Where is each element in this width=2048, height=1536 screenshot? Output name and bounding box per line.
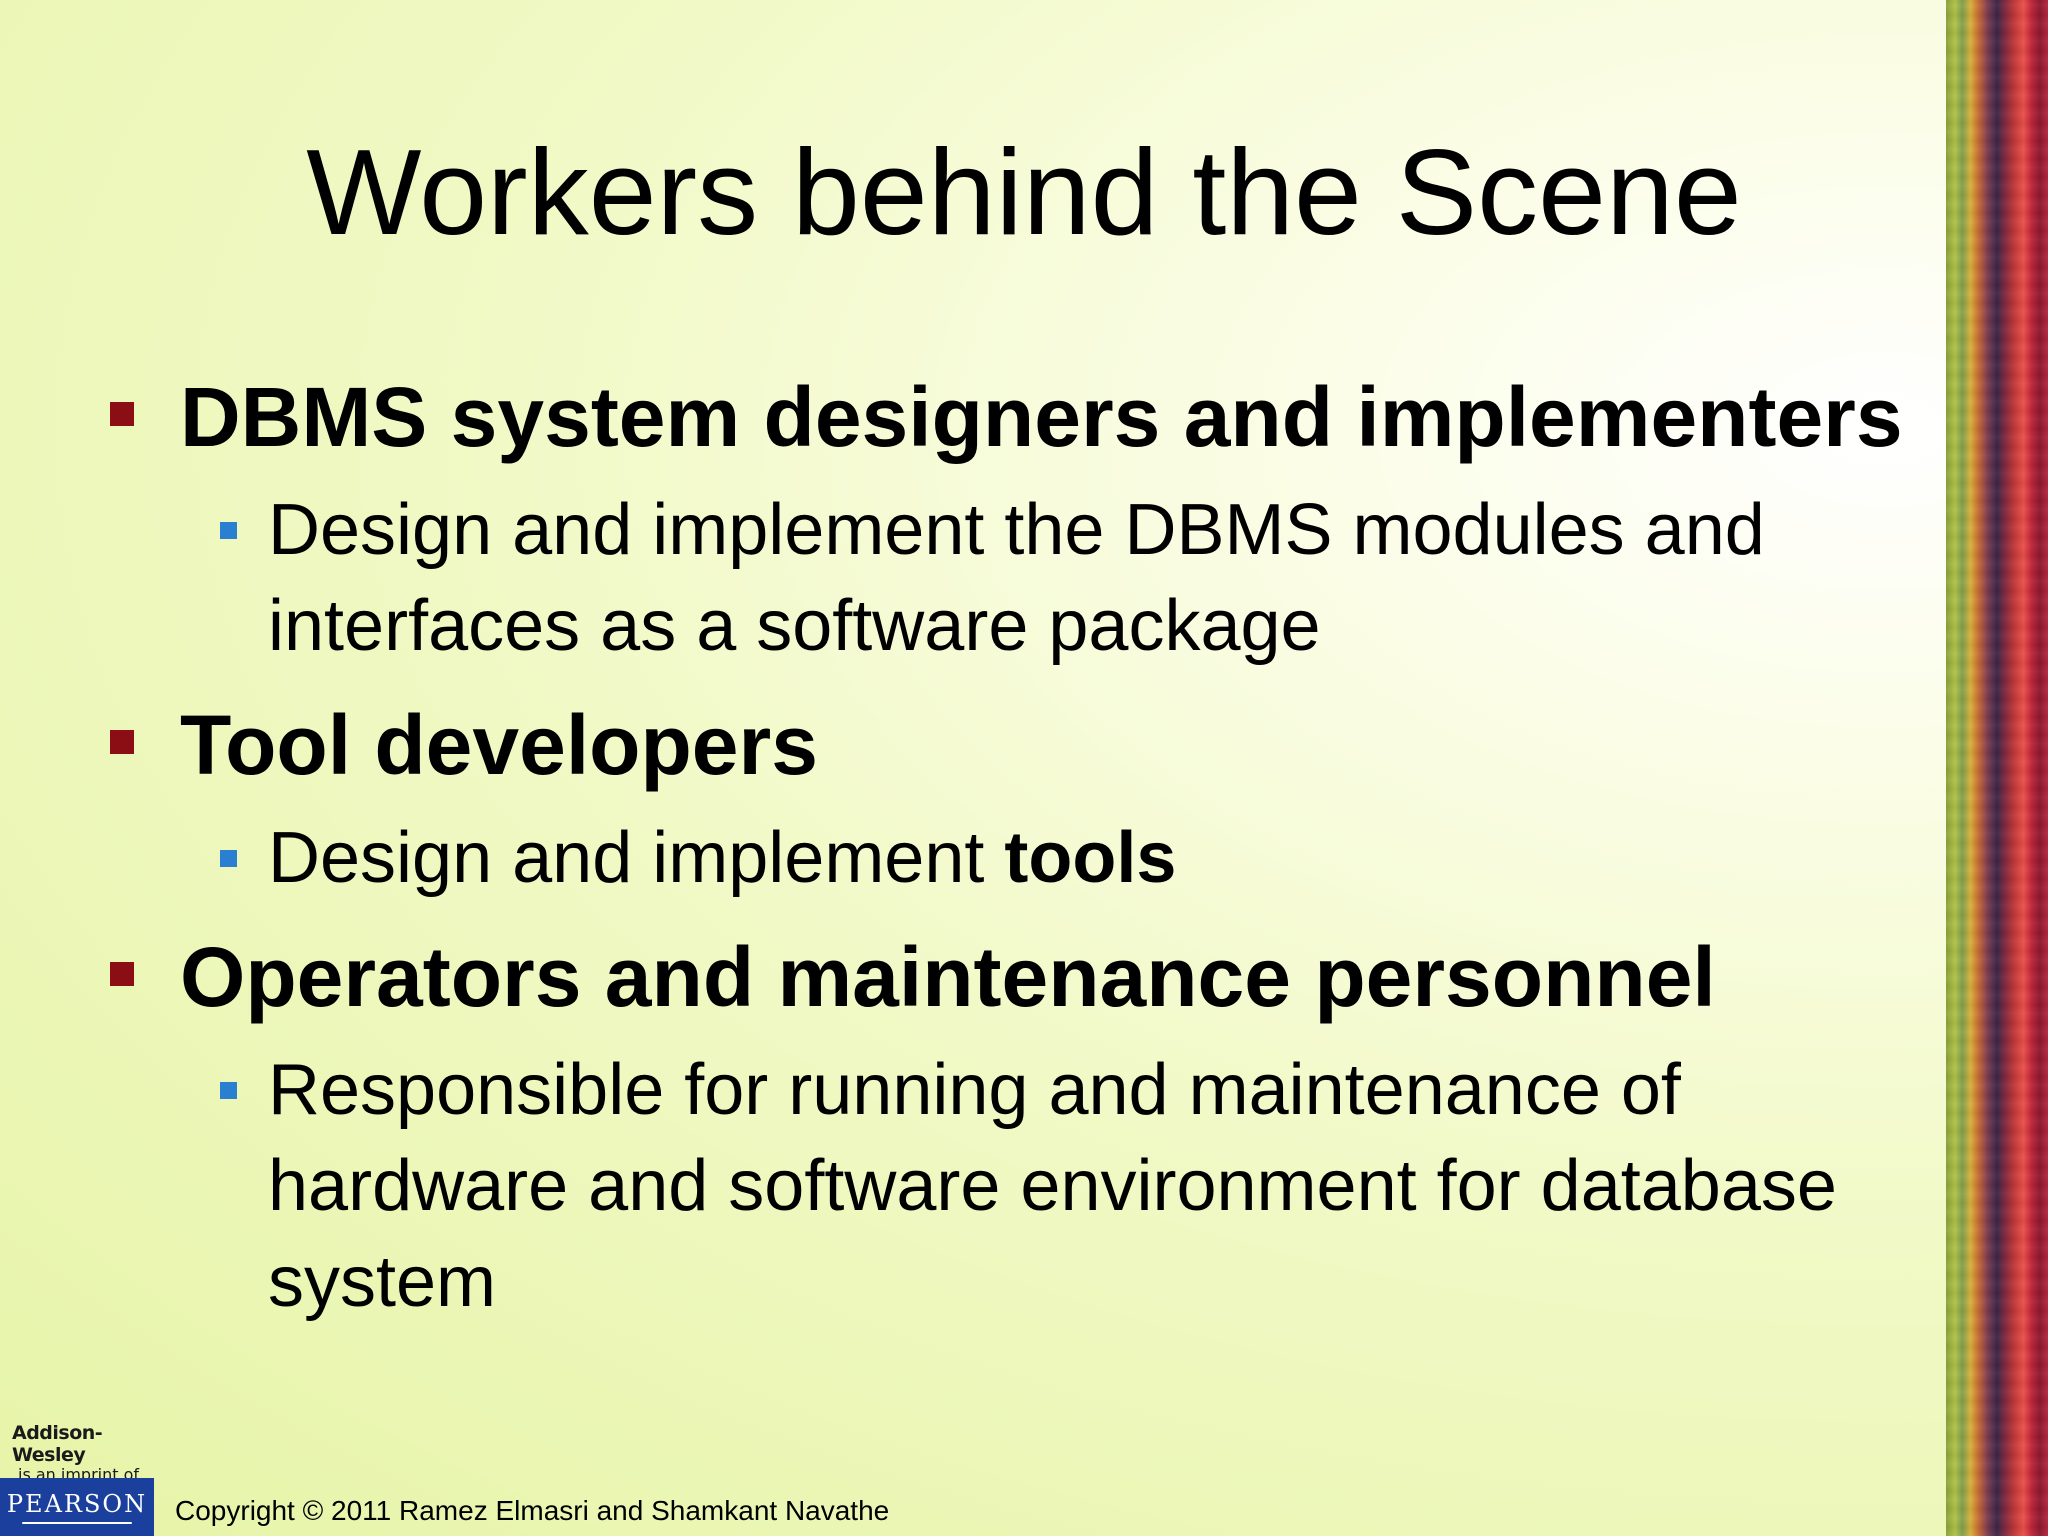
sub-bullet-text: Design and implement tools <box>268 810 1940 906</box>
sub-bullet-list: Design and implement tools <box>180 810 1940 906</box>
bullet-text: DBMS system designers and implementers <box>180 370 1903 464</box>
slide-title: Workers behind the Scene <box>306 124 1742 260</box>
square-bullet-icon <box>110 730 134 754</box>
sub-bullet-item: Design and implement the DBMS modules an… <box>180 482 1940 674</box>
square-sub-bullet-icon <box>220 522 237 539</box>
sub-bullet-text-bold: tools <box>1004 818 1177 898</box>
bullet-item: Tool developers Design and implement too… <box>110 690 1940 906</box>
sub-bullet-list: Responsible for running and maintenance … <box>180 1042 1940 1330</box>
square-bullet-icon <box>110 962 134 986</box>
square-sub-bullet-icon <box>220 850 237 867</box>
bullet-item: Operators and maintenance personnel Resp… <box>110 922 1940 1330</box>
copyright-notice: Copyright © 2011 Ramez Elmasri and Shamk… <box>175 1495 890 1526</box>
sub-bullet-text: Design and implement the DBMS modules an… <box>268 490 1765 666</box>
bullet-text: Tool developers <box>180 698 818 792</box>
publisher-imprint: Addison-Wesley is an imprint of <box>0 1422 155 1484</box>
square-bullet-icon <box>110 402 134 426</box>
pearson-logo: PEARSON <box>0 1478 154 1536</box>
bullet-list: DBMS system designers and implementers D… <box>110 362 1940 1346</box>
sub-bullet-item: Design and implement tools <box>180 810 1940 906</box>
decorative-side-stripe <box>1946 0 2048 1536</box>
bullet-text: Operators and maintenance personnel <box>180 930 1716 1024</box>
bullet-item: DBMS system designers and implementers D… <box>110 362 1940 674</box>
sub-bullet-text: Responsible for running and maintenance … <box>268 1050 1837 1322</box>
square-sub-bullet-icon <box>220 1082 237 1099</box>
imprint-name: Addison-Wesley <box>12 1422 103 1466</box>
sub-bullet-list: Design and implement the DBMS modules an… <box>180 482 1940 674</box>
sub-bullet-text-plain: Design and implement <box>268 818 1005 898</box>
sub-bullet-item: Responsible for running and maintenance … <box>180 1042 1940 1330</box>
